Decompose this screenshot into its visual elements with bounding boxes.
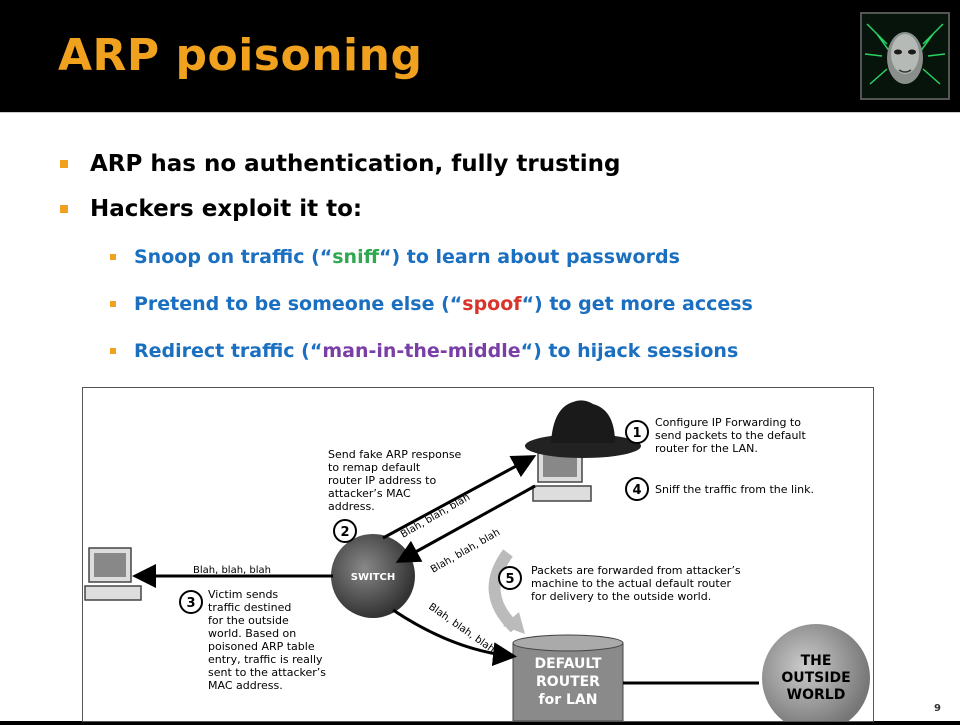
arp-diagram: SWITCH DEFAULT ROUTER for LAN THE OUTSID… [82,387,874,725]
router-label-3: for LAN [539,692,598,708]
step-1-badge: 1 [625,420,649,444]
svg-text:world. Based on: world. Based on [208,627,296,640]
router-icon: DEFAULT ROUTER for LAN [512,634,624,722]
svg-text:to remap default: to remap default [328,461,421,474]
world-label-1: THE [801,653,832,669]
step-3-text: Victim sends [208,588,278,601]
blah-label-router: Blah, blah, blah [426,601,496,655]
step-3-badge: 3 [179,590,203,614]
bullet-2: Hackers exploit it to: [60,196,362,222]
svg-text:send packets to the default: send packets to the default [655,429,806,442]
hat-icon [525,400,641,458]
arrow-switch-to-router [392,608,517,667]
slide-number: 9 [934,703,941,714]
arrow-switch-to-attacker [382,455,537,540]
world-label-2: OUTSIDE [781,670,850,686]
slide-title: ARP poisoning [58,30,423,81]
victim-computer-icon [84,547,142,601]
logo-image [860,12,950,100]
svg-text:router IP address to: router IP address to [328,474,436,487]
svg-text:poisoned ARP table: poisoned ARP table [208,640,315,653]
svg-text:entry, traffic is really: entry, traffic is really [208,653,323,666]
svg-text:machine to the actual default: machine to the actual default router [531,577,731,590]
blah-label-victim: Blah, blah, blah [193,565,271,576]
bullet-square-icon [60,205,68,213]
subbullet-2: Pretend to be someone else (“spoof“) to … [110,293,753,315]
world-icon: THE OUTSIDE WORLD [762,624,870,725]
step-4-text: Sniff the traffic from the link. [655,483,814,496]
step-2-badge: 2 [333,519,357,543]
forward-arrow-icon [488,549,520,633]
bullet-square-icon [110,348,116,354]
arrow-attacker-to-switch [395,484,536,563]
svg-text:traffic destined: traffic destined [208,601,291,614]
svg-text:4: 4 [632,483,641,498]
svg-text:attacker’s MAC: attacker’s MAC [328,487,411,500]
face-logo-icon [862,14,948,98]
svg-text:5: 5 [505,572,514,587]
switch-label: SWITCH [351,572,395,583]
blah-label-attacker-2: Blah, blah, blah [429,527,502,576]
svg-text:router for the LAN.: router for the LAN. [655,442,758,455]
step-2-text: Send fake ARP response [328,448,462,461]
title-bar: ARP poisoning [0,0,960,112]
switch-icon: SWITCH [331,534,415,618]
router-label-1: DEFAULT [534,656,602,672]
bullet-square-icon [110,301,116,307]
bullet-1: ARP has no authentication, fully trustin… [60,151,620,177]
svg-text:MAC address.: MAC address. [208,679,283,692]
step-1-text: Configure IP Forwarding to [655,416,801,429]
step-5-text: Packets are forwarded from attacker’s [531,564,741,577]
svg-text:sent to the attacker’s: sent to the attacker’s [208,666,326,679]
world-label-3: WORLD [787,687,846,703]
svg-text:1: 1 [632,426,641,441]
router-label-2: ROUTER [536,674,600,690]
bullet-square-icon [110,254,116,260]
svg-text:3: 3 [186,596,195,611]
bullet-square-icon [60,160,68,168]
step-4-badge: 4 [625,477,649,501]
step-5-badge: 5 [498,566,522,590]
subbullet-3: Redirect traffic (“man-in-the-middle“) t… [110,340,738,362]
svg-text:for the outside: for the outside [208,614,289,627]
svg-text:2: 2 [340,525,349,540]
subbullet-1: Snoop on traffic (“sniff“) to learn abou… [110,246,680,268]
svg-text:address.: address. [328,500,375,513]
svg-text:for delivery to the outside wo: for delivery to the outside world. [531,590,711,603]
